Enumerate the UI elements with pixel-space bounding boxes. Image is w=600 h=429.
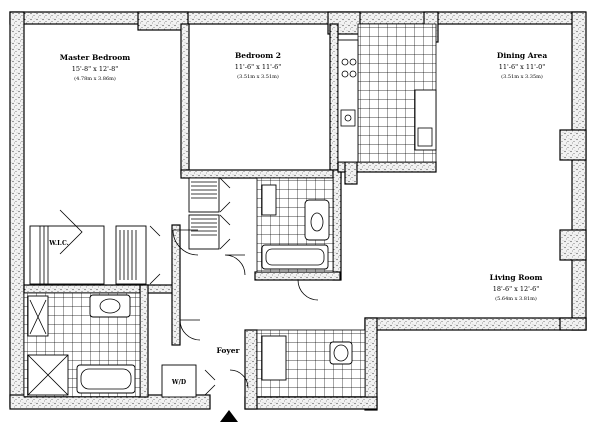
room-name: Master Bedroom (60, 53, 130, 62)
hall-bathroom (256, 177, 334, 273)
room-label-foyer: Foyer (217, 346, 241, 355)
entry-arrow-icon (220, 410, 238, 422)
room-name: Living Room (490, 273, 543, 282)
master-bathroom (23, 292, 141, 398)
room-dimension: 11'-6" x 11'-6" (235, 63, 282, 71)
room-metric: (4.78m x 3.86m) (74, 75, 116, 82)
room-label-bedroom2: Bedroom 2 11'-6" x 11'-6" (3.51m x 3.51m… (235, 51, 282, 80)
room-metric: (3.51m x 3.35m) (501, 73, 543, 80)
room-dimension: 11'-6" x 11'-0" (499, 63, 546, 71)
kitchen (337, 23, 437, 163)
room-label-dining: Dining Area 11'-6" x 11'-0" (3.51m x 3.3… (497, 51, 548, 80)
closets (29, 177, 220, 398)
room-metric: (5.64m x 3.81m) (495, 295, 537, 302)
powder-room (256, 329, 366, 398)
room-dimension: 18'-6" x 12'-6" (493, 285, 540, 293)
interior-walls (23, 23, 437, 398)
room-dimension: 15'-8" x 12'-8" (72, 65, 119, 73)
room-label-wic: W.I.C. (48, 240, 69, 247)
room-label-master: Master Bedroom 15'-8" x 12'-8" (4.78m x … (60, 53, 130, 82)
room-label-living: Living Room 18'-6" x 12'-6" (5.64m x 3.8… (490, 273, 543, 302)
room-name: Bedroom 2 (235, 51, 281, 60)
room-name: Dining Area (497, 51, 548, 60)
doors (59, 177, 319, 396)
room-metric: (3.51m x 3.51m) (237, 73, 279, 80)
room-label-wd: W/D (171, 379, 186, 386)
